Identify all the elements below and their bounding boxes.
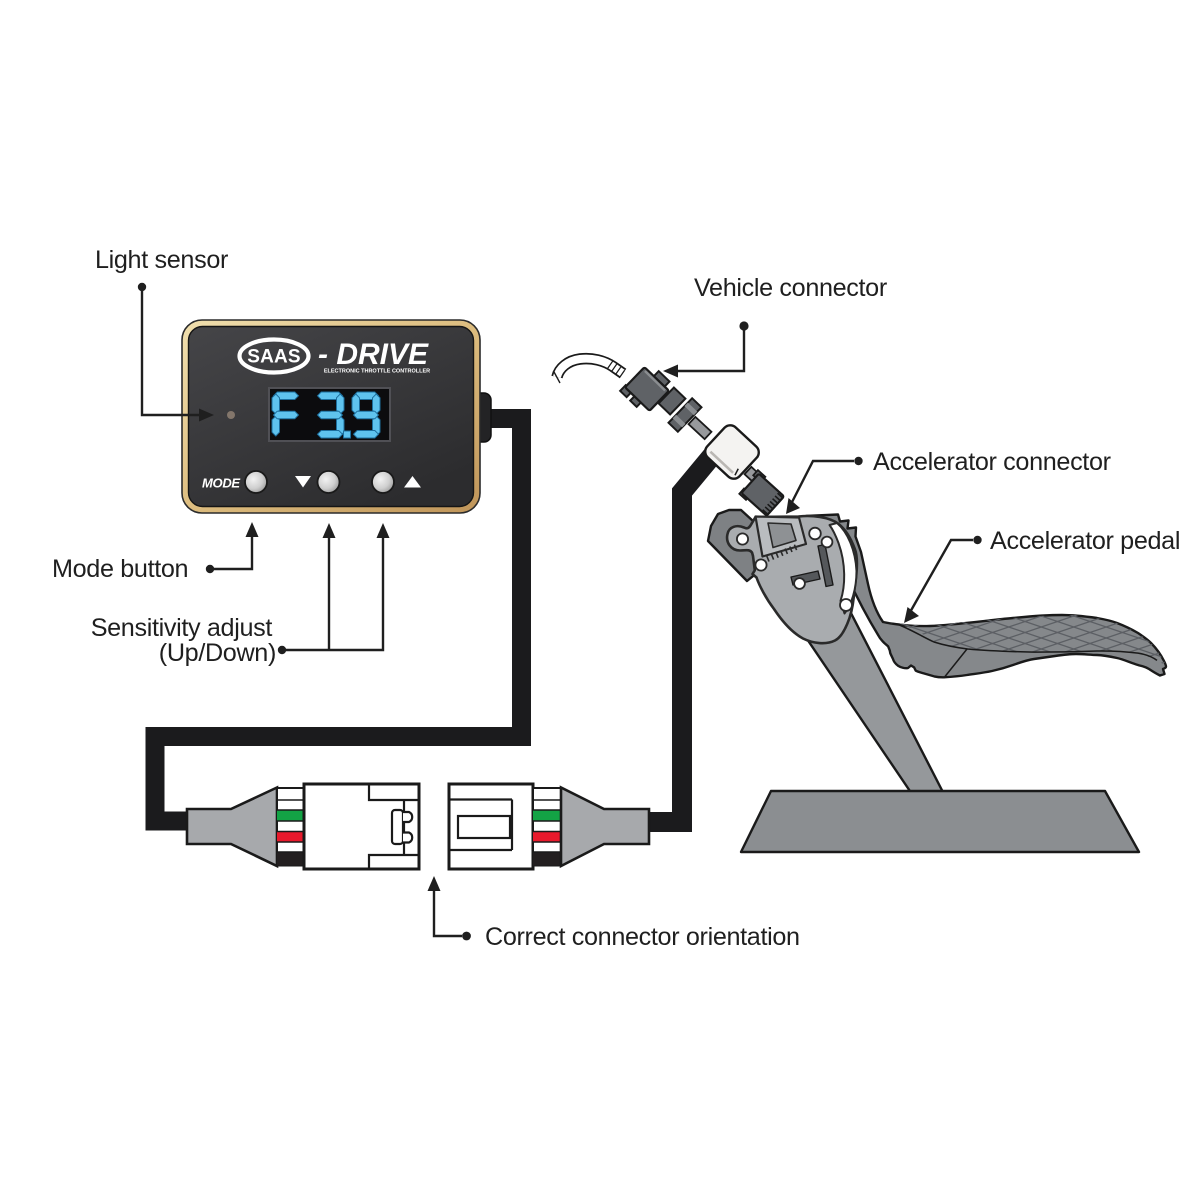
svg-text:MODE: MODE [202,476,240,491]
svg-text:SAAS: SAAS [247,347,301,368]
svg-text:Correct connector orientation: Correct connector orientation [485,923,800,951]
svg-text:Light sensor: Light sensor [95,246,228,274]
svg-text:- DRIVE: - DRIVE [318,338,429,371]
svg-text:(Up/Down): (Up/Down) [159,639,276,667]
svg-text:Accelerator connector: Accelerator connector [873,448,1111,476]
svg-text:Sensitivity adjust: Sensitivity adjust [91,614,273,642]
svg-text:Mode button: Mode button [52,555,188,583]
svg-text:Vehicle connector: Vehicle connector [694,274,887,302]
svg-text:ELECTRONIC THROTTLE CONTROLLER: ELECTRONIC THROTTLE CONTROLLER [324,369,430,375]
svg-text:Accelerator pedal: Accelerator pedal [990,527,1180,555]
